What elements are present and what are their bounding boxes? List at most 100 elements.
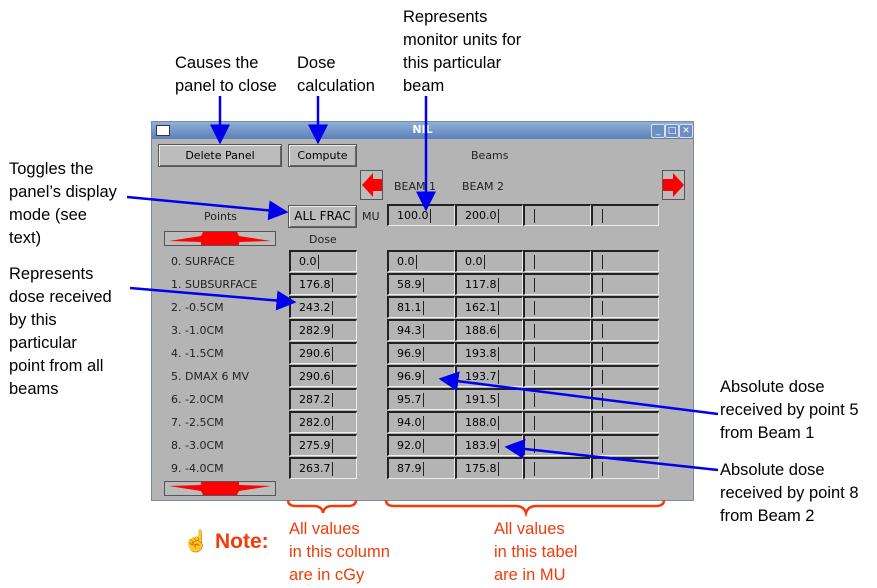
beam-dose-field[interactable]: 0.0 — [387, 250, 455, 272]
beam-dose-field[interactable]: 191.5 — [455, 388, 523, 410]
beam-dose-field[interactable] — [591, 273, 659, 295]
arrow-toggle — [126, 195, 289, 221]
window-menu-icon[interactable] — [156, 125, 170, 136]
note-mu: All values in this tabel are in MU — [494, 520, 578, 584]
beam-dose-field[interactable] — [523, 365, 591, 387]
arrow-dose — [129, 286, 297, 311]
value: 282.9 — [299, 324, 331, 337]
beam-dose-field[interactable] — [591, 250, 659, 272]
point-total-dose-field[interactable]: 282.0 — [289, 411, 357, 433]
beam-dose-field[interactable] — [591, 365, 659, 387]
beam-dose-field[interactable] — [591, 319, 659, 341]
point-total-dose-field[interactable]: 290.6 — [289, 365, 357, 387]
beam-dose-field[interactable] — [523, 319, 591, 341]
dose-label: Dose — [309, 233, 337, 246]
beam-dose-field[interactable]: 58.9 — [387, 273, 455, 295]
value: 0.0 — [299, 255, 317, 268]
beams-prev-button[interactable] — [360, 170, 383, 200]
annotation-close: Causes the panel to close — [175, 54, 277, 95]
points-scroll-up-button[interactable] — [164, 231, 276, 246]
point-name: 9. -4.0CM — [171, 462, 224, 475]
value: 94.3 — [397, 324, 422, 337]
point-total-dose-field[interactable]: 243.2 — [289, 296, 357, 318]
beam-mu-field[interactable]: 200.0 — [455, 204, 523, 226]
point-name: 0. SURFACE — [171, 255, 235, 268]
point-total-dose-field[interactable]: 282.9 — [289, 319, 357, 341]
value: 263.7 — [299, 462, 331, 475]
close-icon[interactable]: ✕ — [679, 124, 693, 138]
beam-dose-field[interactable]: 95.7 — [387, 388, 455, 410]
value: 191.5 — [465, 393, 497, 406]
beam-dose-field[interactable] — [591, 342, 659, 364]
beam-dose-field[interactable] — [523, 457, 591, 479]
beam-dose-field[interactable]: 188.0 — [455, 411, 523, 433]
beam-dose-field[interactable] — [523, 342, 591, 364]
value: 243.2 — [299, 301, 331, 314]
up-arrow-icon — [169, 232, 271, 245]
delete-panel-button[interactable]: Delete Panel — [158, 144, 282, 167]
beam-dose-field[interactable]: 96.9 — [387, 365, 455, 387]
value: 175.8 — [465, 462, 497, 475]
value: 117.8 — [465, 278, 497, 291]
beam-dose-field[interactable] — [523, 411, 591, 433]
annotation-compute: Dose calculation — [297, 54, 375, 95]
beam-dose-field[interactable]: 117.8 — [455, 273, 523, 295]
value: 176.8 — [299, 278, 331, 291]
annotation-dose: Represents dose received by this particu… — [9, 265, 112, 398]
value: 193.8 — [465, 347, 497, 360]
beam-dose-field[interactable]: 87.9 — [387, 457, 455, 479]
beam-dose-field[interactable]: 0.0 — [455, 250, 523, 272]
maximize-icon[interactable]: □ — [665, 124, 679, 138]
point-total-dose-field[interactable]: 0.0 — [289, 250, 357, 272]
beam-dose-field[interactable] — [523, 250, 591, 272]
compute-button[interactable]: Compute — [288, 144, 357, 167]
beam-dose-field[interactable]: 94.0 — [387, 411, 455, 433]
value: 81.1 — [397, 301, 422, 314]
beam-dose-field[interactable]: 193.8 — [455, 342, 523, 364]
point-name: 4. -1.5CM — [171, 347, 224, 360]
right-arrow-icon — [663, 173, 684, 197]
beam-dose-field[interactable]: 162.1 — [455, 296, 523, 318]
all-frac-toggle-button[interactable]: ALL FRAC — [288, 205, 357, 228]
points-label: Points — [204, 210, 238, 223]
value: 193.7 — [465, 370, 497, 383]
nil-window: NIL _ □ ✕ Delete Panel Compute Beams Poi… — [151, 121, 694, 501]
points-scroll-down-button[interactable] — [164, 481, 276, 496]
annotation-point8: Absolute dose received by point 8 from B… — [720, 461, 859, 525]
beam-mu-field[interactable] — [591, 204, 659, 226]
value: 58.9 — [397, 278, 422, 291]
beam-dose-field[interactable]: 175.8 — [455, 457, 523, 479]
beams-next-button[interactable] — [662, 170, 685, 200]
value: 95.7 — [397, 393, 422, 406]
beam-dose-field[interactable] — [523, 273, 591, 295]
value: 92.0 — [397, 439, 422, 452]
beam-dose-field[interactable]: 81.1 — [387, 296, 455, 318]
beam-dose-field[interactable] — [591, 296, 659, 318]
arrow-point8 — [504, 438, 719, 472]
beam-dose-field[interactable] — [591, 434, 659, 456]
point-total-dose-field[interactable]: 275.9 — [289, 434, 357, 456]
point-name: 2. -0.5CM — [171, 301, 224, 314]
point-total-dose-field[interactable]: 176.8 — [289, 273, 357, 295]
beam-dose-field[interactable]: 188.6 — [455, 319, 523, 341]
point-total-dose-field[interactable]: 287.2 — [289, 388, 357, 410]
left-arrow-icon — [362, 173, 382, 197]
point-total-dose-field[interactable]: 290.6 — [289, 342, 357, 364]
beam-dose-field[interactable]: 94.3 — [387, 319, 455, 341]
beam-dose-field[interactable] — [591, 411, 659, 433]
beam-dose-field[interactable] — [523, 296, 591, 318]
point-total-dose-field[interactable]: 263.7 — [289, 457, 357, 479]
point-name: 1. SUBSURFACE — [171, 278, 258, 291]
title-bar[interactable]: NIL _ □ ✕ — [152, 122, 693, 139]
beam-dose-field[interactable]: 96.9 — [387, 342, 455, 364]
point-name: 5. DMAX 6 MV — [171, 370, 250, 383]
note-label: ☝ Note: — [183, 530, 269, 553]
beam-mu-field[interactable] — [523, 204, 591, 226]
beam-dose-field[interactable]: 92.0 — [387, 434, 455, 456]
mu-label: MU — [362, 210, 380, 223]
value: 183.9 — [465, 439, 497, 452]
arrow-point5 — [438, 371, 719, 416]
minimize-icon[interactable]: _ — [651, 124, 665, 138]
value: 290.6 — [299, 370, 331, 383]
